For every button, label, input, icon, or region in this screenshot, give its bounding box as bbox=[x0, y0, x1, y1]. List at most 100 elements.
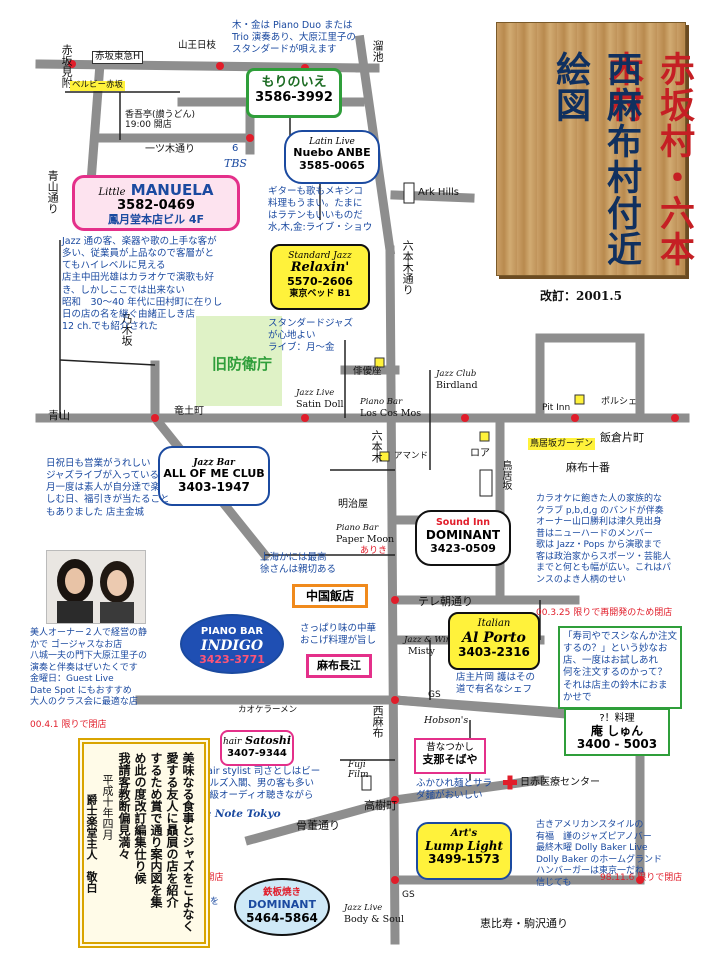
title-line1: 赤坂村・六本木村 bbox=[603, 51, 695, 267]
lumplight-name1: Art's bbox=[450, 828, 478, 839]
bubble-nuebo: Latin Live Nuebo ANBE 3585-0065 bbox=[284, 130, 380, 184]
message-col-7: 爵士楽堂主人 敬白 bbox=[85, 794, 98, 893]
alporto-genre: Italian bbox=[477, 618, 511, 629]
pit-inn-label: Pit Inn bbox=[542, 403, 571, 413]
roa-label: ロア bbox=[470, 448, 490, 459]
building-ark-hills bbox=[403, 182, 415, 204]
bubble-dominant: Sound Inn DOMINANT 3423-0509 bbox=[415, 510, 511, 566]
haiyuza-label: 俳優座 bbox=[353, 366, 382, 377]
owner-left-face bbox=[65, 568, 85, 594]
dominant-phone: 3423-0509 bbox=[430, 541, 496, 555]
street-roppongi-dori: 六本木通り bbox=[401, 240, 415, 295]
bubble-relaxin: Standard Jazz Relaxin' 5570-2606 東京ベッド B… bbox=[270, 244, 370, 310]
shun-phone: 3400 - 5003 bbox=[576, 737, 658, 752]
los-cos-mos-genre: Piano Bar bbox=[360, 397, 403, 407]
all-of-me-genre: Jazz Bar bbox=[193, 458, 235, 468]
traffic-light bbox=[391, 876, 399, 884]
note-lumplight-closed: 98.11.6 限りで閉店 bbox=[600, 873, 683, 883]
bubble-alporto: Italian Al Porto 3403-2316 bbox=[448, 612, 540, 670]
message-col-6: 平成十年四月 bbox=[101, 774, 114, 840]
note-shun: 「寿司やでスシなんか注文 するの？」という妙なお 店、一度はお試しあれ 何を注文… bbox=[558, 626, 683, 709]
chugoku-name: 中国飯店 bbox=[305, 589, 354, 603]
title-scroll: 赤坂村・六本木村 西麻布村付近絵図 bbox=[496, 22, 695, 276]
bubble-shun: ?！料理 庵 しゅん 3400 - 5003 bbox=[564, 708, 670, 756]
traffic-light bbox=[68, 60, 76, 68]
owner-photo bbox=[46, 550, 146, 624]
note-manuela: Jazz 通の客、楽器や歌の上手な客が 多い、従業員が上品なので客層がと てもハ… bbox=[62, 236, 223, 333]
morinoie-name: もりのいえ bbox=[261, 75, 327, 90]
note-lumplight: 古きアメリカンスタイルの 有福 謹のジャズピアノバー 最終木曜 Dolly Ba… bbox=[536, 820, 663, 888]
mahachoko-name: 麻布長江 bbox=[317, 659, 361, 672]
gs-label-1: GS bbox=[428, 690, 441, 700]
hobsons-label: Hobson's bbox=[424, 715, 469, 726]
cross-bar-v bbox=[507, 775, 513, 790]
gs-label-2: GS bbox=[402, 890, 415, 900]
bubble-morinoie: もりのいえ 3586-3992 bbox=[246, 68, 342, 118]
note-nuebo: ギターも歌もメキシコ 料理もうまい。たまに はラテンもいいものだ 水,木,金:ラ… bbox=[268, 186, 373, 234]
landmark-pit-inn bbox=[574, 394, 585, 405]
street-ebisu: 恵比寿・駒沢通り bbox=[480, 917, 568, 930]
satin-doll-genre: Jazz Live bbox=[296, 388, 335, 398]
shinasoba-line2: 支那そばや bbox=[422, 752, 478, 766]
traffic-light bbox=[461, 414, 469, 422]
tbs-number: 6 bbox=[232, 143, 239, 154]
note-top: 木・金は Piano Duo または Trio 演奏あり、大原江里子の スタンダ… bbox=[232, 20, 356, 56]
message-col-2: 愛する友人に贔屓の店を紹介 bbox=[165, 752, 179, 908]
note-satoshi: Hair stylist 司さとしはビー トルズ入閣、男の客も多い 高級オーディ… bbox=[200, 766, 321, 802]
traffic-light bbox=[571, 414, 579, 422]
owners-picture bbox=[47, 551, 145, 623]
note-dominant: カラオケに飽きた人の家族的な クラブ p,b,d,g のバンドが伴奏 オーナー山… bbox=[536, 494, 672, 585]
road-roppongi-dori bbox=[385, 245, 400, 945]
owner-right-body bbox=[100, 602, 134, 623]
kyuboei-park bbox=[196, 316, 282, 406]
paper-moon-genre: Piano Bar bbox=[336, 523, 379, 533]
street-tere-asa: テレ朝通り bbox=[418, 595, 473, 608]
satoshi-phone: 3407-9344 bbox=[227, 747, 287, 759]
traffic-light bbox=[246, 134, 254, 142]
note-relaxin: スタンダードジャズ が心地よい ライブ：月〜金 bbox=[268, 318, 354, 354]
street-iikura: 飯倉片町 bbox=[600, 431, 644, 444]
manuela-name: MANUELA bbox=[130, 181, 214, 199]
porushe-label: ポルシェ bbox=[601, 397, 638, 407]
body-soul-genre: Jazz Live bbox=[344, 903, 383, 913]
all-of-me-phone: 3403-1947 bbox=[178, 479, 250, 494]
kyuboei-label: 旧防衛庁 bbox=[212, 355, 273, 373]
building-fuji-film bbox=[361, 775, 372, 791]
traffic-light bbox=[391, 696, 399, 704]
traffic-light bbox=[671, 414, 679, 422]
landmark-roa bbox=[479, 431, 490, 442]
shinasoba-line1: 昔なつかし bbox=[426, 742, 474, 753]
manuela-phone: 3582-0469 bbox=[117, 198, 195, 214]
misty-genre: Jazz & Wine bbox=[404, 635, 457, 645]
title-line2: 西麻布村付近絵図 bbox=[550, 51, 642, 267]
note-shanghai: 上海かには最高 徐さんは親切ある bbox=[260, 552, 337, 576]
message-col-4: め此の度改訂編集仕り候 bbox=[133, 752, 147, 884]
building-icons bbox=[361, 182, 493, 791]
morinoie-phone: 3586-3992 bbox=[255, 89, 333, 105]
street-ryudo: 竜土町 bbox=[174, 406, 204, 417]
manuela-building: 鳳月堂本店ビル 4F bbox=[108, 213, 204, 227]
dominant2-name: DOMINANT bbox=[248, 897, 316, 911]
street-tameike: 溜池 bbox=[371, 40, 385, 62]
bellbi-label: ベルビー赤坂 bbox=[70, 80, 126, 91]
landmark-squares bbox=[374, 357, 585, 462]
nuebo-phone: 3585-0065 bbox=[299, 158, 365, 172]
bubble-dominant2: 鉄板焼き DOMINANT 5464-5864 bbox=[234, 878, 330, 936]
relaxin-name: Relaxin' bbox=[290, 260, 350, 276]
dominant2-phone: 5464-5864 bbox=[246, 910, 318, 925]
dominant-genre: Sound Inn bbox=[435, 517, 491, 528]
traffic-light bbox=[391, 596, 399, 604]
nisseki-cross bbox=[503, 775, 517, 790]
amando-label: アマンド bbox=[394, 451, 429, 461]
building-toriizaka bbox=[479, 469, 493, 497]
birdland-name: Birdland bbox=[436, 380, 478, 391]
street-aoyama: 青山 bbox=[48, 409, 70, 422]
alporto-name: Al Porto bbox=[462, 629, 526, 646]
message-col-5: 我請客教断偏見満々 bbox=[117, 752, 131, 860]
akasaka-tokyu-label: 赤坂東急H bbox=[92, 51, 144, 64]
street-kogai: 高樹町 bbox=[364, 799, 397, 812]
bubble-mahachoko: 麻布長江 bbox=[306, 654, 372, 678]
nuebo-genre: Latin Live bbox=[309, 137, 355, 147]
los-cos-mos-name: Los Cos Mos bbox=[360, 408, 422, 419]
